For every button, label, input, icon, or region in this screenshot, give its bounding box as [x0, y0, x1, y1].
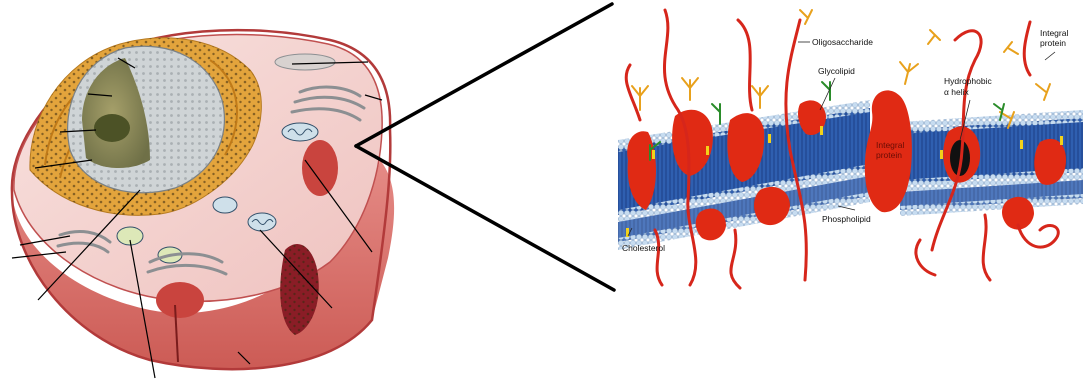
glycolipid-label: Glycolipid	[818, 66, 855, 76]
nucleolus	[94, 114, 130, 142]
phospholipid-label: Phospholipid	[822, 214, 871, 224]
integral-protein-top-label-1: Integral	[1040, 28, 1068, 38]
integral-protein-top-label-2: protein	[1040, 38, 1066, 48]
integral-protein-mid-label-2: protein	[876, 150, 902, 160]
integral-protein-mid-label-1: Integral	[876, 140, 904, 150]
membrane-panel: Oligosaccharide Glycolipid Integral prot…	[618, 4, 1083, 290]
cholesterol-label: Cholesterol	[622, 243, 665, 253]
vacuole	[302, 140, 338, 196]
oligosaccharide-label: Oligosaccharide	[812, 37, 873, 47]
cell-illustration	[12, 30, 394, 378]
hydrophobic-label-1: Hydrophobic	[944, 76, 992, 86]
zoom-lines	[356, 4, 614, 290]
hydrophobic-label-2: α helix	[944, 87, 970, 97]
